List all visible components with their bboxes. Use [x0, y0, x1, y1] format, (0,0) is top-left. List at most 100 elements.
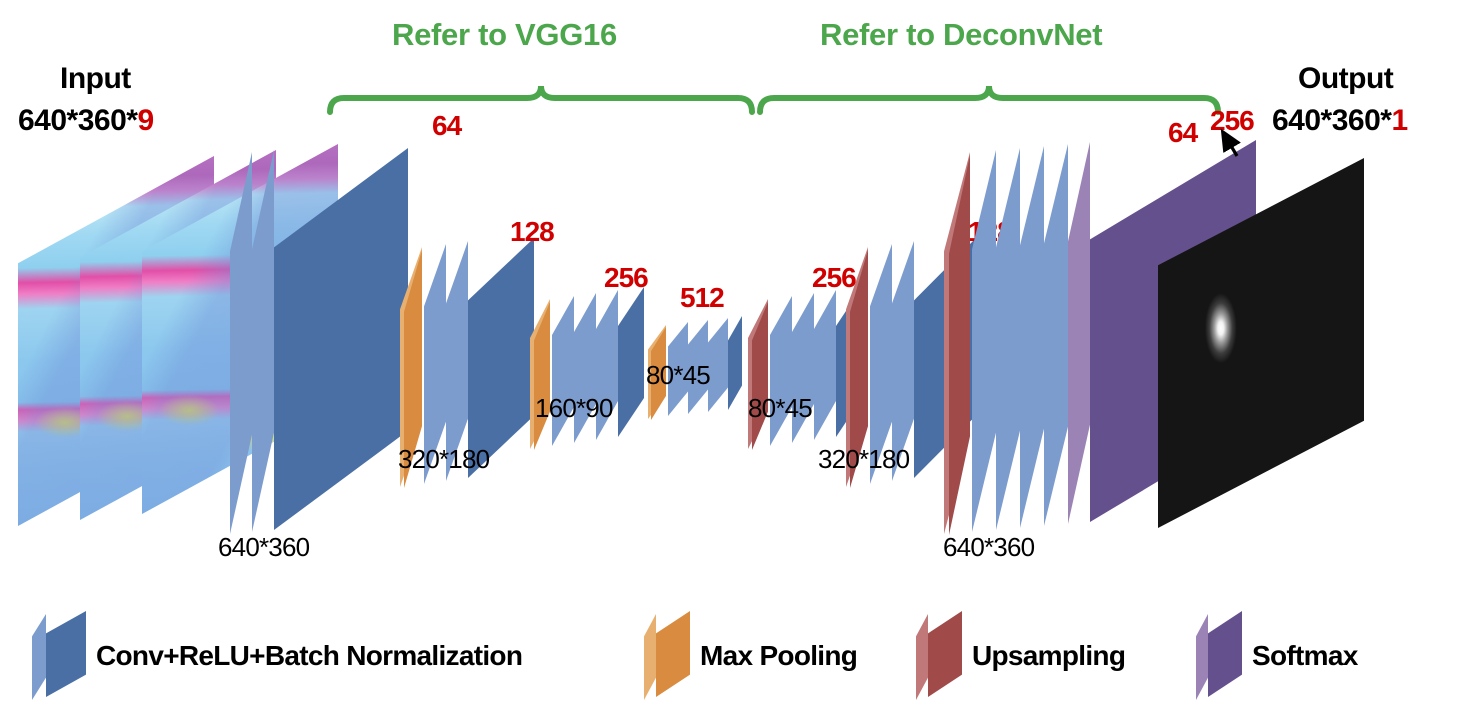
conv-block — [972, 150, 996, 532]
slab-edge-face — [1068, 142, 1090, 524]
slab-face — [850, 250, 868, 488]
conv-block — [446, 241, 468, 481]
input-title-text: Input — [60, 62, 131, 95]
conv-block — [1044, 144, 1068, 526]
channel-label-enc-64: 64 — [432, 110, 462, 141]
conv-block — [870, 244, 892, 484]
conv-block — [574, 293, 596, 443]
slab-face — [404, 250, 422, 488]
legend-swatch-conv-edge — [32, 614, 46, 700]
dimension-label-enc-d3: 160*90 — [535, 393, 613, 423]
legend-label-upsample: Upsampling — [972, 640, 1126, 671]
legend-label-conv: Conv+ReLU+Batch Normalization — [96, 640, 523, 671]
legend-swatch-softmax — [1208, 611, 1242, 697]
conv-block — [552, 296, 574, 446]
slab-edge-face — [814, 290, 836, 440]
slab-face — [274, 148, 408, 530]
output-heatmap — [1158, 158, 1364, 528]
conv-block — [668, 322, 688, 416]
input-channels: 9 — [137, 104, 154, 137]
vgg16-brace — [327, 85, 755, 115]
slab-face — [949, 155, 970, 535]
upsample-block-body — [949, 155, 970, 535]
slab-face — [752, 302, 768, 450]
channel-label-enc-512: 512 — [680, 282, 725, 313]
slab-edge-face — [972, 150, 996, 532]
channel-label-dec-256: 256 — [812, 262, 857, 293]
slab-edge-face — [252, 150, 274, 532]
slab-edge-face — [688, 320, 708, 414]
slab-edge-face — [870, 244, 892, 484]
conv-block — [892, 241, 914, 481]
input-dims-prefix: 640*360* — [18, 104, 138, 137]
slab-edge-face — [668, 322, 688, 416]
legend-swatch-conv — [46, 611, 86, 697]
conv-block-body — [618, 287, 644, 437]
slab-face — [928, 611, 962, 697]
output-title: Output — [1298, 62, 1394, 96]
slab-edge-face — [792, 293, 814, 443]
conv-block-body — [728, 316, 742, 410]
slab-face — [468, 238, 534, 478]
legend-swatch-upsample — [928, 611, 962, 697]
slab-edge-face — [596, 290, 618, 440]
conv-block-body — [468, 238, 534, 478]
slab-edge-face — [32, 614, 46, 700]
dimension-label-dec-d3: 640*360 — [943, 532, 1035, 562]
channel-label-enc-128: 128 — [510, 216, 555, 247]
output-channels: 1 — [1391, 104, 1408, 137]
legend-swatch-softmax-edge — [1196, 614, 1208, 700]
input-dimensions: 640*360*9 — [18, 104, 154, 138]
slab-edge-face — [770, 296, 792, 446]
slab-face — [46, 611, 86, 697]
slab-face — [1208, 611, 1242, 697]
slab-edge-face — [1020, 146, 1044, 528]
dimension-label-dec-d2: 320*180 — [818, 444, 910, 474]
slab-edge-face — [892, 241, 914, 481]
dimension-label-dec-d1: 80*45 — [748, 393, 813, 423]
conv-block — [996, 148, 1020, 530]
slab-face — [728, 316, 742, 410]
conv-block-body — [274, 148, 408, 530]
dimension-label-enc-d1: 640*360 — [218, 532, 310, 562]
output-title-text: Output — [1298, 62, 1394, 95]
slab-edge-face — [552, 296, 574, 446]
slab-face — [618, 287, 644, 437]
upsample-block-body — [850, 250, 868, 488]
slab-face — [534, 302, 550, 450]
dimension-label-enc-d4: 80*45 — [646, 360, 711, 390]
slab-edge-face — [708, 318, 728, 412]
slab-edge-face — [230, 152, 252, 534]
brace-group — [327, 85, 1221, 115]
conv-block — [1020, 146, 1044, 528]
conv-block — [424, 244, 446, 484]
vgg16-brace-label: Refer to VGG16 — [392, 17, 617, 52]
legend-swatch-upsample-edge — [916, 614, 928, 700]
slab-edge-face — [996, 148, 1020, 530]
pool-block-body — [651, 327, 666, 420]
input-title: Input — [60, 62, 131, 96]
slab-face — [656, 611, 690, 697]
output-heatmap-image — [1158, 158, 1364, 528]
slab-edge-face — [424, 244, 446, 484]
slab-edge-face — [1196, 614, 1208, 700]
softmax-block — [1068, 142, 1090, 524]
conv-block — [770, 296, 792, 446]
legend-label-pool: Max Pooling — [700, 640, 858, 671]
upsample-block-body — [752, 302, 768, 450]
slab-edge-face — [644, 614, 656, 700]
conv-block — [252, 150, 274, 532]
channel-label-dec-64: 64 — [1168, 117, 1198, 148]
conv-block — [688, 320, 708, 414]
legend-swatch-pool-edge — [644, 614, 656, 700]
slab-edge-face — [574, 293, 596, 443]
output-dims-prefix: 640*360* — [1272, 104, 1392, 137]
slab-edge-face — [1044, 144, 1068, 526]
pool-block-body — [404, 250, 422, 488]
conv-block — [792, 293, 814, 443]
output-dimensions: 640*360*1 — [1272, 104, 1408, 138]
slab-edge-face — [916, 614, 928, 700]
legend-swatch-pool — [656, 611, 690, 697]
deconvnet-brace-label: Refer to DeconvNet — [820, 17, 1103, 52]
